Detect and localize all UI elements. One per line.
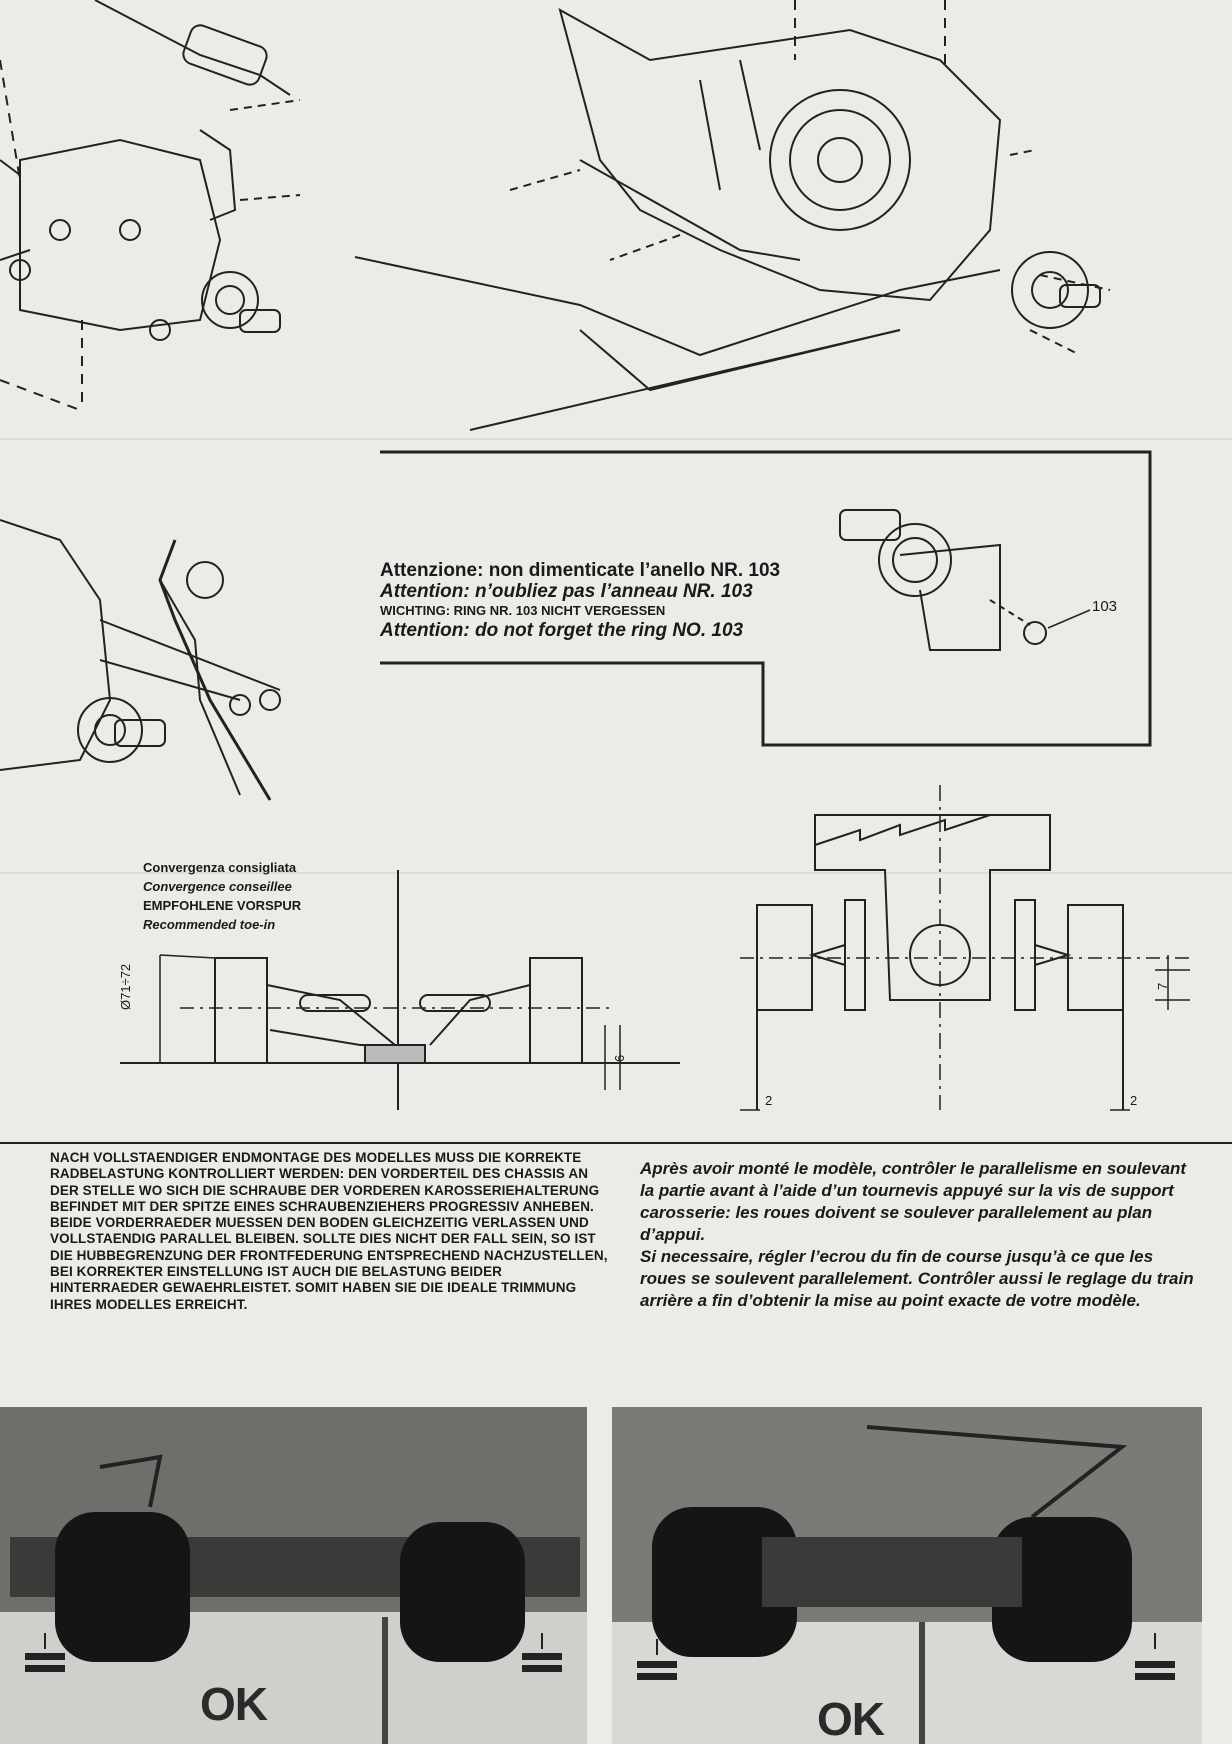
equal-mark-right	[1135, 1661, 1175, 1685]
photo-right-image	[612, 1407, 1202, 1744]
front-upright-drawing	[0, 0, 301, 411]
instructions-french-p2: Si necessaire, régler l’ecrou du fin de …	[640, 1247, 1194, 1310]
fold-line	[0, 872, 1232, 874]
toe-in-en: Recommended toe-in	[143, 917, 276, 932]
dim-6-label: 6	[612, 1054, 627, 1062]
toe-in-rear-diagram	[740, 785, 1190, 1111]
part-number-label: 103	[1092, 598, 1118, 615]
instructions-german-p1: NACH VOLLSTAENDIGER ENDMONTAGE DES MODEL…	[50, 1150, 600, 1214]
rear-axle-drawing	[354, 0, 1111, 431]
ring-reminder-en: Attention: do not forget the ring NO. 10…	[380, 620, 744, 641]
ok-label-left: OK	[200, 1678, 268, 1730]
equal-mark-left	[25, 1653, 65, 1677]
dim-7-label: 7	[1155, 982, 1170, 990]
ok-label-right: OK	[817, 1693, 885, 1744]
arrow-right	[1154, 1633, 1156, 1649]
instructions-french-p1: Après avoir monté le modèle, contrôler l…	[640, 1159, 1187, 1244]
photo-left-image	[0, 1407, 587, 1744]
instructions-german: NACH VOLLSTAENDIGER ENDMONTAGE DES MODEL…	[50, 1150, 610, 1313]
dim-2-left-label: 2	[765, 1093, 773, 1108]
callout-box	[380, 450, 1152, 747]
toe-in-de: EMPFOHLENE VORSPUR	[143, 898, 302, 913]
wheel-diameter-label: Ø71÷72	[118, 963, 133, 1010]
ring-reminder: Attenzione: non dimenticate l’anello NR.…	[380, 560, 780, 641]
ring-reminder-it: Attenzione: non dimenticate l’anello NR.…	[380, 560, 781, 581]
photo-left: OK	[0, 1407, 587, 1744]
toe-in-front-diagram	[120, 870, 680, 1110]
toe-in-it: Convergenza consigliata	[143, 860, 297, 875]
arrow-left	[656, 1639, 658, 1655]
arrow-left	[44, 1633, 46, 1649]
instructions-german-p2: BEIDE VORDERRAEDER MUESSEN DEN BODEN GLE…	[50, 1215, 608, 1312]
ring-reminder-fr: Attention: n’oubliez pas l’anneau NR. 10…	[380, 581, 753, 602]
toe-in-heading: Convergenza consigliata Convergence cons…	[143, 858, 301, 934]
equal-mark-left	[637, 1661, 677, 1685]
instructions-french: Après avoir monté le modèle, contrôler l…	[640, 1158, 1200, 1312]
equal-mark-right	[522, 1653, 562, 1677]
ring-drawing	[839, 509, 1091, 651]
suspension-drawing	[0, 519, 281, 801]
photo-right: OK	[612, 1407, 1202, 1744]
arrow-right	[541, 1633, 543, 1649]
fold-line	[0, 438, 1232, 440]
dim-2-right-label: 2	[1130, 1093, 1138, 1108]
toe-in-fr: Convergence conseillee	[143, 879, 292, 894]
ring-reminder-de: WICHTING: RING NR. 103 NICHT VERGESSEN	[380, 603, 666, 618]
